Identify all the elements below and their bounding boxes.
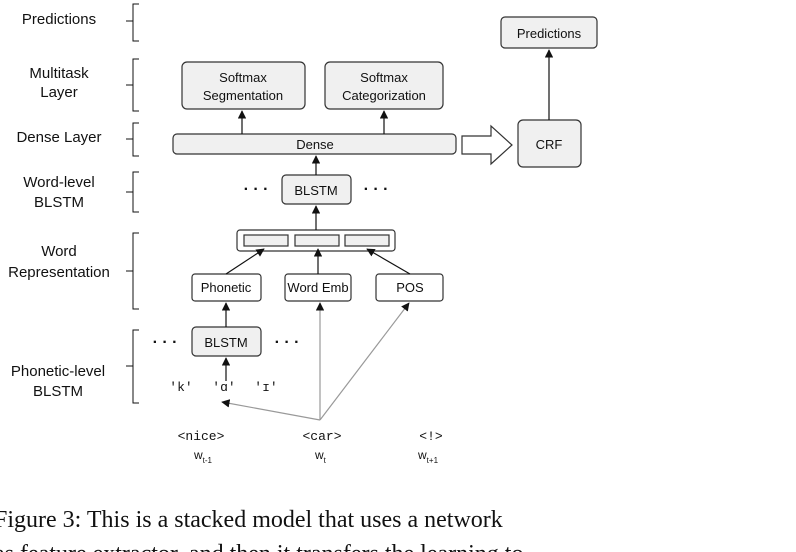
softmax-segmentation-label-2: Segmentation <box>203 88 283 103</box>
phonetic-node-label: Phonetic <box>201 280 252 295</box>
edge-pos-to-concat <box>366 248 411 275</box>
layer-label-word-rep-2: Representation <box>8 264 110 281</box>
dense-to-crf-arrow <box>461 124 513 166</box>
phonetic-blstm-label: BLSTM <box>204 335 247 350</box>
layer-label-phonetic-blstm-2: BLSTM <box>33 383 83 400</box>
predictions-node-label: Predictions <box>517 26 582 41</box>
edges <box>221 49 554 421</box>
position-w-t: wt <box>314 448 327 465</box>
phoneme-a: 'ɑ' <box>212 380 235 395</box>
token-exclaim: <!> <box>419 429 443 444</box>
caption-line-1: Figure 3: This is a stacked model that u… <box>0 507 503 533</box>
phoneme-k: 'k' <box>169 380 192 395</box>
word-blstm-ellipsis-left: · · · <box>244 181 269 198</box>
layer-label-multitask-2: Layer <box>40 84 78 101</box>
token-nice: <nice> <box>178 429 225 444</box>
bracket-dense <box>126 122 139 157</box>
token-car: <car> <box>302 429 341 444</box>
softmax-categorization-label-2: Categorization <box>342 88 426 103</box>
bracket-word-blstm <box>126 171 139 213</box>
phonetic-blstm-ellipsis-right: · · · <box>275 334 300 351</box>
softmax-segmentation-label-1: Softmax <box>219 70 267 85</box>
dense-node <box>172 133 457 155</box>
concat-segment-pos <box>344 234 390 247</box>
bracket-phonetic-blstm <box>126 329 139 404</box>
layer-label-dense: Dense Layer <box>16 129 101 146</box>
edge-car-to-phonemes <box>221 399 321 421</box>
caption-line-2: as feature extractor, and then it transf… <box>0 541 523 552</box>
dense-node-label: Dense <box>296 137 334 152</box>
layer-brackets <box>126 3 139 404</box>
word-blstm-ellipsis-right: · · · <box>364 181 389 198</box>
layer-label-word-blstm-1: Word-level <box>23 174 94 191</box>
bracket-multitask <box>126 58 139 112</box>
softmax-categorization-label-1: Softmax <box>360 70 408 85</box>
pos-node-label: POS <box>396 280 424 295</box>
edge-car-to-pos <box>319 302 410 421</box>
phoneme-r: 'ɪ' <box>254 380 277 395</box>
softmax-segmentation-node <box>181 61 306 110</box>
bracket-predictions <box>126 3 139 42</box>
predictions-node <box>500 16 598 49</box>
position-w-t-plus-1: wt+1 <box>417 448 439 465</box>
layer-label-predictions: Predictions <box>22 11 96 28</box>
position-w-t-minus-1: wt-1 <box>193 448 213 465</box>
phonetic-blstm-ellipsis-left: · · · <box>153 334 178 351</box>
layer-label-word-blstm-2: BLSTM <box>34 194 84 211</box>
edge-phonetic-to-concat <box>225 248 265 275</box>
crf-node-label: CRF <box>536 137 563 152</box>
concat-segment-word-emb <box>294 234 340 247</box>
layer-label-word-rep-1: Word <box>41 243 77 260</box>
bracket-word-rep <box>126 232 139 310</box>
layer-label-multitask-1: Multitask <box>29 65 89 82</box>
layer-label-phonetic-blstm-1: Phonetic-level <box>11 363 105 380</box>
softmax-categorization-node <box>324 61 444 110</box>
word-emb-node-label: Word Emb <box>287 280 348 295</box>
concat-segment-phonetic <box>243 234 289 247</box>
word-blstm-label: BLSTM <box>294 183 337 198</box>
